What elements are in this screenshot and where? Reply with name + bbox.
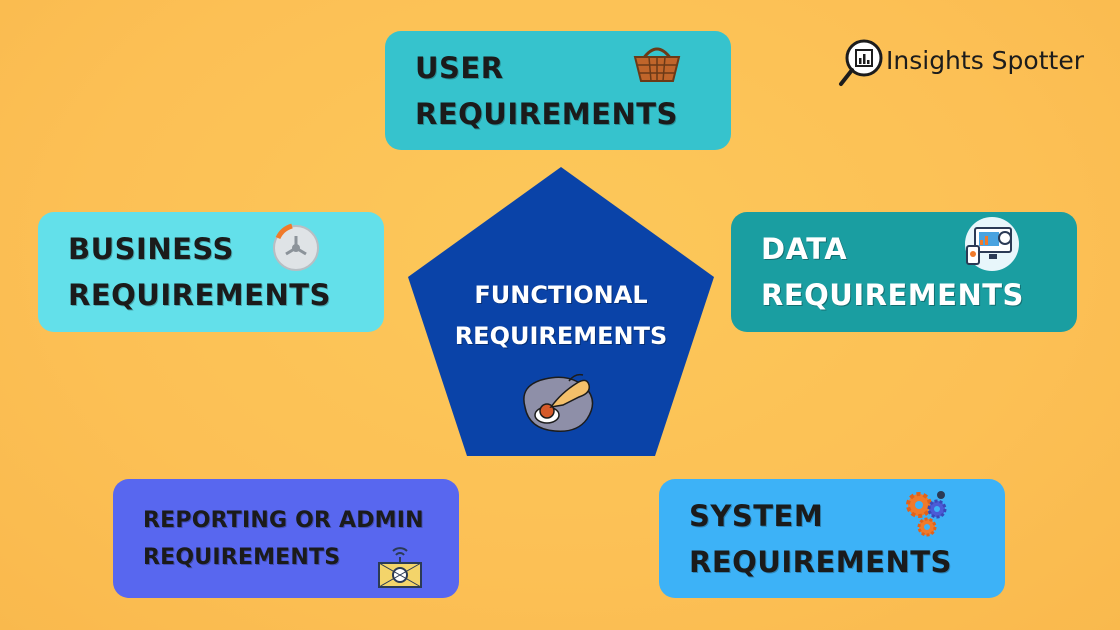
data-requirements-subtitle: REQUIREMENTS — [761, 278, 1024, 312]
center-title: FUNCTIONAL — [474, 281, 648, 309]
reporting-admin-requirements-box: REPORTING OR ADMIN REQUIREMENTS — [113, 479, 459, 598]
user-requirements-box: USER REQUIREMENTS — [385, 31, 731, 150]
system-requirements-subtitle: REQUIREMENTS — [689, 544, 952, 579]
functional-requirements-hub: FUNCTIONAL REQUIREMENTS — [405, 165, 717, 458]
magnifier-chart-icon — [839, 39, 883, 86]
business-requirements-box: BUSINESS REQUIREMENTS — [38, 212, 384, 332]
gears-icon — [906, 491, 947, 537]
business-requirements-subtitle: REQUIREMENTS — [68, 278, 331, 312]
data-requirements-title: DATA — [761, 232, 848, 266]
center-pentagon — [408, 167, 714, 456]
center-label: FUNCTIONAL REQUIREMENTS — [405, 275, 717, 357]
system-requirements-box: SYSTEM REQUIREMENTS — [659, 479, 1005, 598]
cooling-fan-icon — [273, 223, 319, 271]
brand-name: Insights Spotter — [886, 46, 1084, 75]
data-requirements-box: DATA REQUIREMENTS — [731, 212, 1077, 332]
center-subtitle: REQUIREMENTS — [454, 322, 668, 350]
user-requirements-subtitle: REQUIREMENTS — [415, 96, 678, 131]
business-requirements-title: BUSINESS — [68, 232, 234, 266]
hand-pressing-button-icon — [523, 373, 594, 432]
reporting-admin-requirements-subtitle: REQUIREMENTS — [143, 544, 341, 570]
user-requirements-title: USER — [415, 50, 504, 85]
system-requirements-title: SYSTEM — [689, 498, 824, 533]
basket-icon — [633, 47, 681, 82]
brand-logo: Insights Spotter — [838, 38, 1108, 90]
reporting-admin-requirements-title: REPORTING OR ADMIN — [143, 507, 424, 533]
analytics-devices-icon — [965, 217, 1019, 271]
control-panel-icon — [378, 547, 422, 588]
